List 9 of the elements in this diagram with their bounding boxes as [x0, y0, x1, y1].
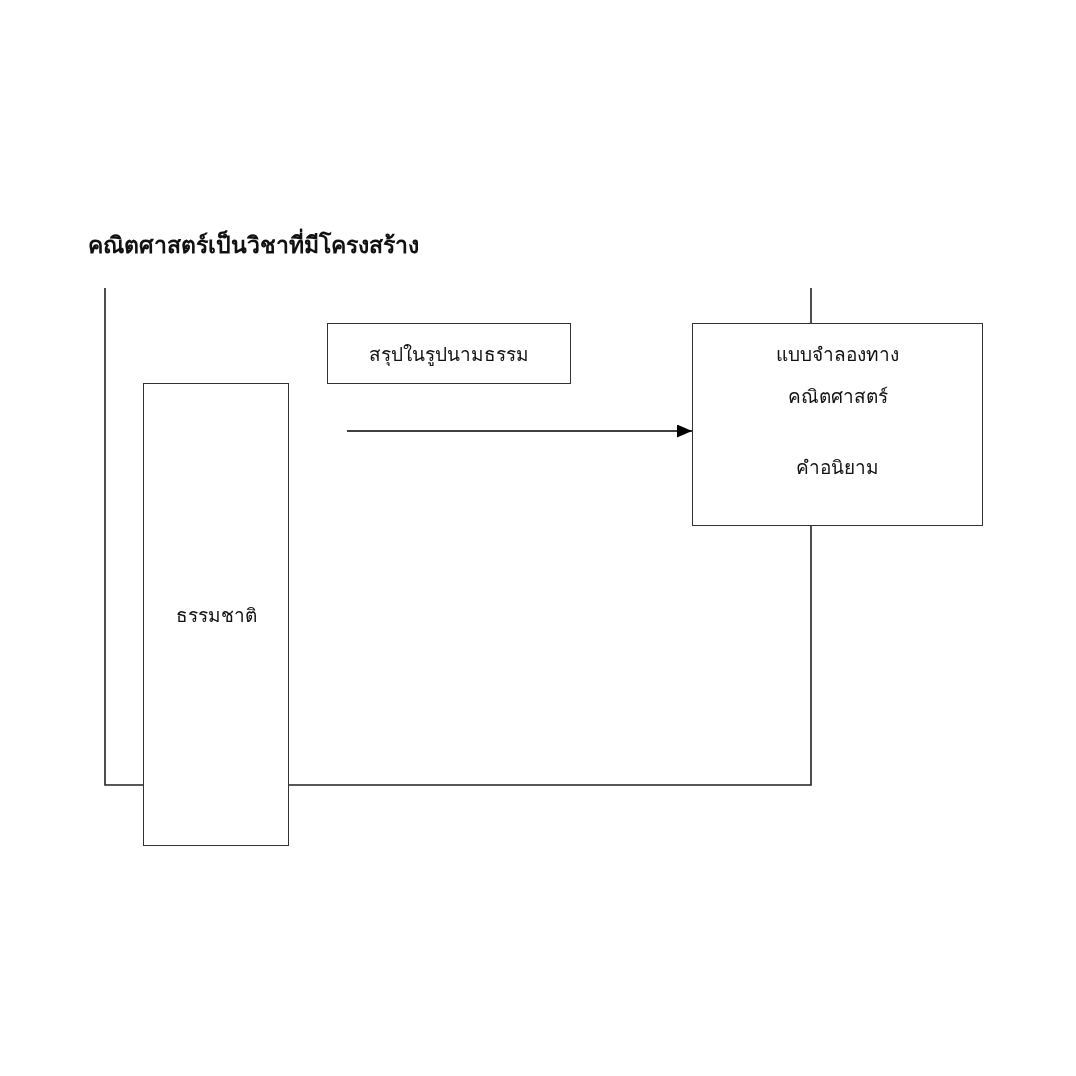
box-label: ธรรมชาติ — [174, 602, 258, 628]
box-label: สรุปในรูปนามธรรม — [368, 341, 530, 368]
box-label: คำอนิยาม — [795, 455, 880, 480]
process-box — [692, 323, 983, 526]
diagram-title: คณิตศาสตร์เป็นวิชาที่มีโครงสร้าง — [88, 228, 419, 262]
process-box — [143, 383, 289, 846]
box-label: แบบจำลองทางคณิตศาสตร์ — [775, 342, 900, 409]
arrow — [346, 424, 693, 438]
process-box — [327, 323, 571, 384]
